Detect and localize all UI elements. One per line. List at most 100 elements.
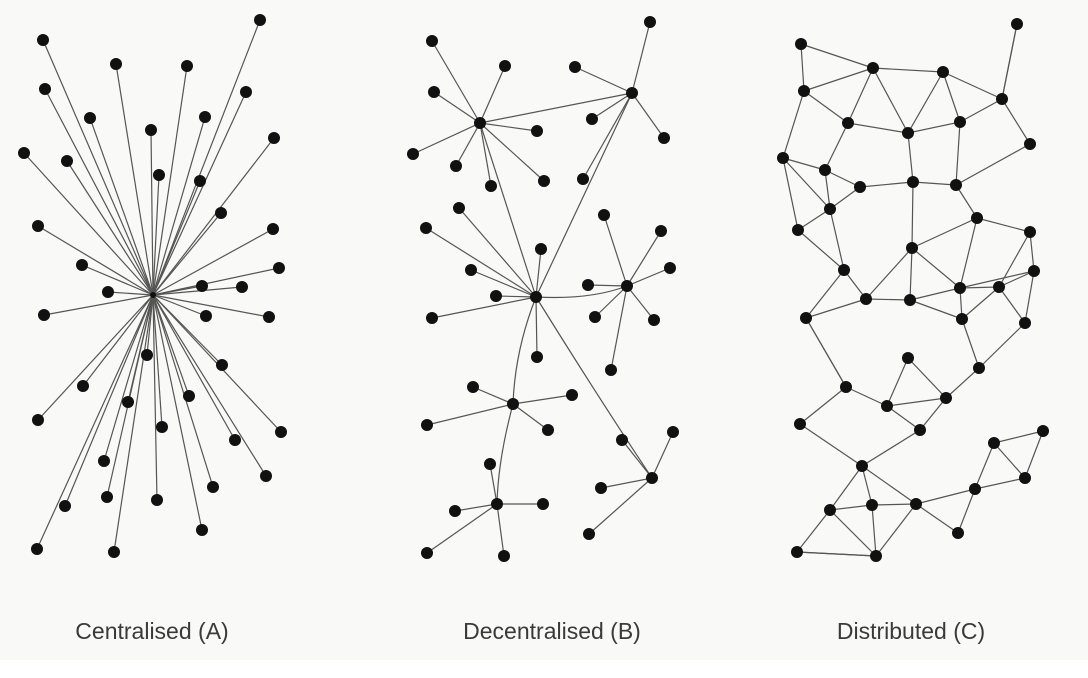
node — [860, 293, 872, 305]
node — [420, 222, 432, 234]
edge — [974, 442, 995, 490]
node — [824, 203, 836, 215]
node — [59, 500, 71, 512]
node — [589, 311, 601, 323]
node — [950, 179, 962, 191]
node — [37, 34, 49, 46]
edge — [993, 430, 1044, 444]
node — [907, 176, 919, 188]
edge — [37, 225, 154, 296]
node — [151, 494, 163, 506]
node — [791, 546, 803, 558]
node — [648, 314, 660, 326]
edge — [152, 137, 275, 296]
edge — [847, 67, 874, 124]
edge — [582, 92, 633, 180]
edge — [44, 88, 154, 296]
node — [531, 125, 543, 137]
node — [605, 364, 617, 376]
edge — [805, 317, 847, 388]
node — [794, 418, 806, 430]
node — [273, 262, 285, 274]
edge — [942, 71, 961, 123]
decentralised-label: Decentralised (B) — [463, 618, 641, 644]
node — [18, 147, 30, 159]
edge — [945, 367, 980, 399]
edge — [976, 217, 1031, 233]
edge — [959, 98, 1003, 123]
node — [102, 286, 114, 298]
edge — [782, 157, 826, 171]
edge — [974, 477, 1026, 490]
edge — [631, 21, 651, 94]
edge — [955, 184, 978, 219]
edge — [875, 503, 917, 557]
edge — [152, 294, 270, 318]
node — [1037, 425, 1049, 437]
node — [937, 66, 949, 78]
node — [194, 175, 206, 187]
edge — [426, 403, 514, 426]
edge — [594, 285, 628, 318]
node — [1019, 472, 1031, 484]
edge — [824, 169, 831, 210]
node — [902, 127, 914, 139]
edge — [912, 181, 957, 186]
distributed-network — [777, 18, 1049, 562]
node — [1011, 18, 1023, 30]
node — [260, 470, 272, 482]
node — [98, 455, 110, 467]
node — [267, 223, 279, 235]
node — [449, 505, 461, 517]
node — [77, 380, 89, 392]
edge — [535, 92, 633, 298]
node — [881, 400, 893, 412]
node — [491, 498, 503, 510]
node — [535, 243, 547, 255]
edge — [799, 386, 847, 425]
edge — [957, 488, 976, 534]
edge — [43, 294, 154, 316]
edge — [103, 294, 154, 462]
node — [200, 310, 212, 322]
edge — [107, 291, 154, 296]
edge — [42, 39, 154, 296]
edge — [861, 465, 917, 505]
node — [569, 61, 581, 73]
edge — [961, 286, 1000, 320]
node — [196, 280, 208, 292]
node — [145, 124, 157, 136]
node — [792, 224, 804, 236]
edge — [496, 503, 505, 557]
node — [32, 414, 44, 426]
edge — [458, 207, 537, 298]
node — [824, 504, 836, 516]
node — [484, 458, 496, 470]
edge — [797, 208, 831, 231]
edge — [1029, 231, 1035, 272]
edge — [911, 181, 914, 249]
edge — [959, 286, 1000, 289]
edge — [626, 267, 671, 287]
node — [485, 180, 497, 192]
edge — [152, 174, 160, 296]
edge — [479, 122, 537, 298]
node — [450, 160, 462, 172]
node — [421, 419, 433, 431]
edge — [803, 90, 849, 124]
node — [819, 164, 831, 176]
node — [910, 498, 922, 510]
node — [141, 349, 153, 361]
edge — [829, 208, 845, 271]
edge — [1001, 23, 1018, 100]
edge — [89, 117, 154, 296]
edge — [64, 294, 154, 507]
edge — [942, 71, 1003, 100]
node — [101, 491, 113, 503]
edge — [796, 551, 877, 557]
network-graphs — [18, 14, 1049, 562]
node — [902, 352, 914, 364]
edge — [805, 298, 867, 319]
node — [421, 547, 433, 559]
node — [207, 481, 219, 493]
